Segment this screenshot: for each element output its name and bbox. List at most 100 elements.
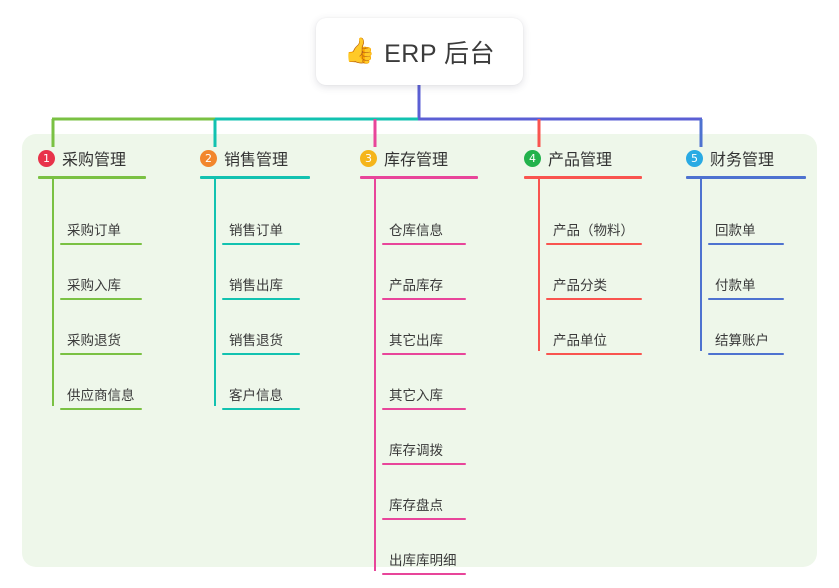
list-item-label: 销售订单 [229, 223, 283, 238]
list-item-rule [382, 408, 466, 410]
list-item-label: 付款单 [715, 278, 756, 293]
list-item-label: 结算账户 [715, 333, 769, 348]
list-item[interactable]: 其它入库 [382, 384, 466, 410]
column-badge-2: 2 [200, 149, 217, 167]
list-item-rule [60, 353, 142, 355]
list-item-rule [546, 298, 642, 300]
list-item-rule [222, 298, 300, 300]
column-spine [374, 179, 376, 571]
column-title: 产品管理 [548, 152, 613, 169]
list-item-rule [382, 353, 466, 355]
list-item-rule [222, 243, 300, 245]
item-list: 采购订单采购入库采购退货供应商信息 [38, 179, 146, 410]
column-rule [686, 176, 806, 179]
column-1: 1 采购管理采购订单采购入库采购退货供应商信息 [38, 146, 146, 410]
list-item-label: 产品库存 [389, 278, 443, 293]
list-item[interactable]: 出库库明细 [382, 549, 466, 575]
list-item[interactable]: 客户信息 [222, 384, 300, 410]
list-item-label: 客户信息 [229, 388, 283, 403]
list-item-label: 供应商信息 [67, 388, 135, 403]
column-header-3[interactable]: 3 库存管理 [360, 146, 478, 170]
list-item[interactable]: 库存调拨 [382, 439, 466, 465]
list-item-label: 产品单位 [553, 333, 607, 348]
column-rule [524, 176, 642, 179]
column-title: 销售管理 [224, 152, 289, 169]
list-item-rule [708, 353, 784, 355]
list-item[interactable]: 产品单位 [546, 329, 642, 355]
list-item-label: 仓库信息 [389, 223, 443, 238]
list-item-rule [222, 408, 300, 410]
column-title: 财务管理 [710, 152, 775, 169]
column-title: 库存管理 [384, 152, 449, 169]
column-spine [538, 179, 540, 351]
column-rule [360, 176, 478, 179]
list-item[interactable]: 仓库信息 [382, 219, 466, 245]
list-item[interactable]: 销售退货 [222, 329, 300, 355]
root-node[interactable]: 👍 ERP 后台 [316, 18, 523, 85]
column-3: 3 库存管理仓库信息产品库存其它出库其它入库库存调拨库存盘点出库库明细 [360, 146, 478, 575]
list-item-rule [60, 243, 142, 245]
list-item-rule [382, 573, 466, 575]
list-item-rule [382, 298, 466, 300]
item-list: 产品（物料） 产品分类产品单位 [524, 179, 642, 355]
list-item-label: 出库库明细 [389, 553, 457, 568]
column-rule [38, 176, 146, 179]
list-item-label: 采购入库 [67, 278, 121, 293]
list-item-label: 库存调拨 [389, 443, 443, 458]
column-header-2[interactable]: 2 销售管理 [200, 146, 310, 170]
column-spine [214, 179, 216, 406]
thumbs-up-icon: 👍 [343, 37, 376, 65]
list-item[interactable]: 采购订单 [60, 219, 142, 245]
list-item-rule [382, 463, 466, 465]
list-item[interactable]: 供应商信息 [60, 384, 142, 410]
column-5: 5 财务管理回款单付款单结算账户 [686, 146, 806, 355]
list-item-rule [60, 408, 142, 410]
list-item[interactable]: 付款单 [708, 274, 784, 300]
list-item-rule [382, 243, 466, 245]
list-item-label: 库存盘点 [389, 498, 443, 513]
column-title: 采购管理 [62, 152, 127, 169]
list-item[interactable]: 销售订单 [222, 219, 300, 245]
column-badge-3: 3 [360, 149, 377, 167]
list-item-label: 产品分类 [553, 278, 607, 293]
list-item-label: 其它入库 [389, 388, 443, 403]
list-item[interactable]: 结算账户 [708, 329, 784, 355]
column-rule [200, 176, 310, 179]
column-spine [52, 179, 54, 406]
list-item[interactable]: 库存盘点 [382, 494, 466, 520]
list-item-rule [382, 518, 466, 520]
item-list: 回款单付款单结算账户 [686, 179, 806, 355]
column-4: 4 产品管理产品（物料） 产品分类产品单位 [524, 146, 642, 355]
column-header-4[interactable]: 4 产品管理 [524, 146, 642, 170]
list-item[interactable]: 产品（物料） [546, 219, 642, 245]
column-2: 2 销售管理销售订单销售出库销售退货客户信息 [200, 146, 310, 410]
column-header-5[interactable]: 5 财务管理 [686, 146, 806, 170]
list-item-label: 销售出库 [229, 278, 283, 293]
list-item-rule [546, 243, 642, 245]
column-badge-1: 1 [38, 149, 55, 167]
column-spine [700, 179, 702, 351]
item-list: 仓库信息产品库存其它出库其它入库库存调拨库存盘点出库库明细 [360, 179, 478, 575]
list-item-label: 采购订单 [67, 223, 121, 238]
list-item[interactable]: 产品分类 [546, 274, 642, 300]
diagram-panel [22, 134, 817, 567]
column-badge-5: 5 [686, 149, 703, 167]
list-item[interactable]: 其它出库 [382, 329, 466, 355]
column-header-1[interactable]: 1 采购管理 [38, 146, 146, 170]
list-item[interactable]: 采购入库 [60, 274, 142, 300]
list-item-rule [708, 243, 784, 245]
list-item[interactable]: 产品库存 [382, 274, 466, 300]
list-item-rule [546, 353, 642, 355]
list-item-label: 销售退货 [229, 333, 283, 348]
list-item[interactable]: 回款单 [708, 219, 784, 245]
list-item-label: 其它出库 [389, 333, 443, 348]
list-item-label: 采购退货 [67, 333, 121, 348]
item-list: 销售订单销售出库销售退货客户信息 [200, 179, 310, 410]
list-item-label: 回款单 [715, 223, 756, 238]
list-item-label: 产品（物料） [553, 223, 634, 238]
list-item[interactable]: 销售出库 [222, 274, 300, 300]
list-item[interactable]: 采购退货 [60, 329, 142, 355]
column-badge-4: 4 [524, 149, 541, 167]
list-item-rule [222, 353, 300, 355]
